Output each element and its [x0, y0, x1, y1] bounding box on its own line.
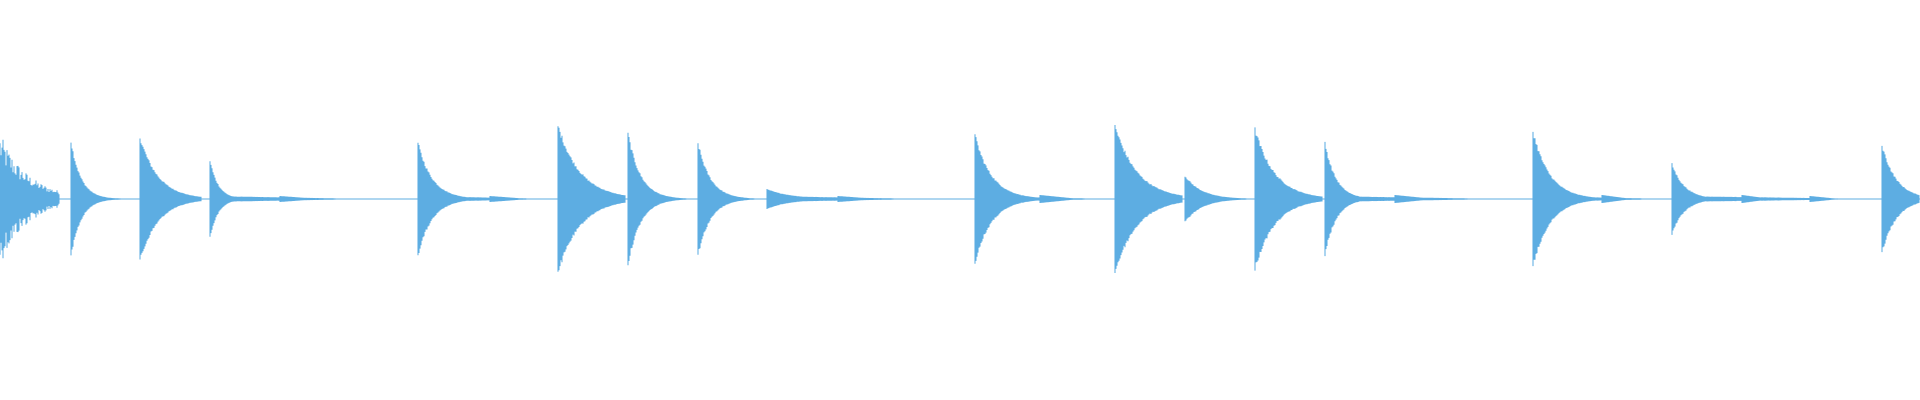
waveform-path [0, 125, 1920, 273]
waveform-bars [0, 125, 1920, 273]
